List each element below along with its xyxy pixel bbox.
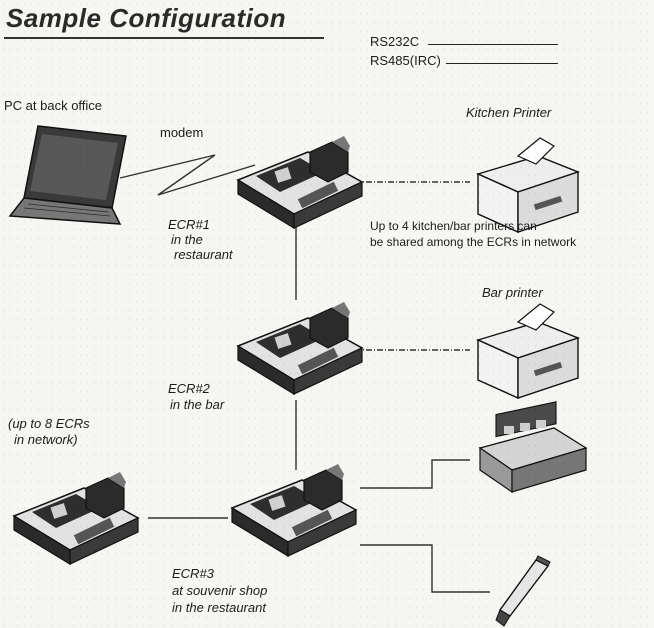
connection-lines (119, 154, 490, 593)
ecr3-label-line3: in the restaurant (172, 600, 266, 615)
ecr2-label-line2: in the bar (170, 397, 225, 412)
ecr2-label-line1: ECR#2 (168, 381, 210, 396)
cash-register-icon-ecr1 (237, 135, 363, 229)
legend-rs485-label: RS485(IRC) (370, 53, 441, 68)
scale-icon (478, 401, 588, 494)
ecr1-label-line3: restaurant (174, 247, 233, 262)
kitchen-printer-label: Kitchen Printer (466, 105, 552, 120)
ecr3-scale-link (360, 459, 470, 489)
pc-label: PC at back office (4, 98, 103, 113)
modem-label: modem (160, 125, 204, 140)
network-note-line2: in network) (14, 432, 78, 447)
cash-register-icon-ecr4 (13, 471, 139, 565)
barcode-scanner-icon (495, 555, 551, 627)
legend-rs232c-label: RS232C (370, 34, 420, 49)
legend-rs485-line (446, 63, 558, 64)
printer-note-line2: be shared among the ECRs in network (370, 235, 577, 249)
ecr3-label-line1: ECR#3 (172, 566, 214, 581)
ecr3-label-line2: at souvenir shop (172, 583, 268, 598)
bar-printer-label: Bar printer (482, 285, 543, 300)
cash-register-icon-ecr2 (237, 301, 363, 395)
network-note-line1: (up to 8 ECRs (8, 416, 90, 431)
printer-note-line1: Up to 4 kitchen/bar printers can (370, 219, 537, 233)
printer-icon-kitchen (477, 137, 579, 233)
laptop-icon (8, 125, 127, 225)
legend-rs232c-line (428, 44, 558, 45)
diagram-title: Sample Configuration (6, 3, 287, 33)
ecr1-label-line2: in the (171, 232, 203, 247)
ecr3-scanner-link (360, 544, 490, 593)
modem-link (119, 154, 256, 196)
cash-register-icon-ecr3 (231, 463, 357, 557)
printer-icon-bar (477, 303, 579, 399)
title-underline (4, 37, 324, 39)
ecr1-label-line1: ECR#1 (168, 217, 210, 232)
